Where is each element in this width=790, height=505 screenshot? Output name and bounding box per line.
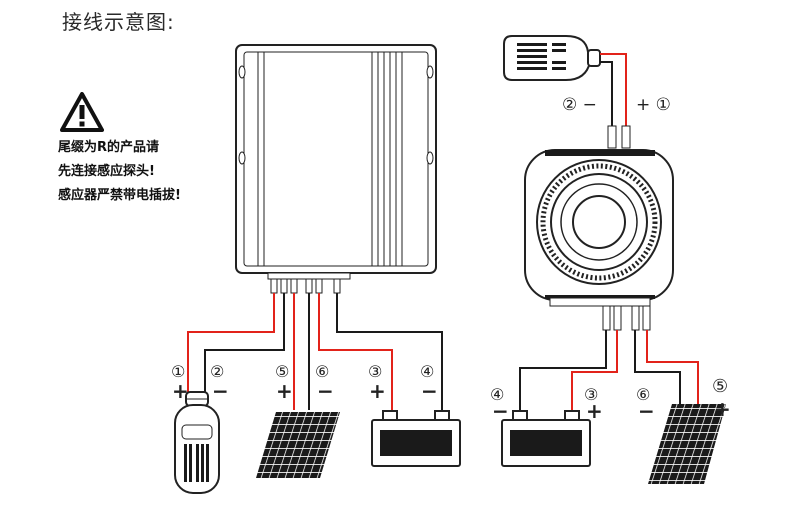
top-probe-wires xyxy=(600,53,627,126)
label-left-plus-1: + xyxy=(172,379,189,403)
label-left-4: ④ xyxy=(420,362,434,381)
solar-panel-right xyxy=(648,404,726,484)
controller-box-left xyxy=(235,44,437,294)
label-left-minus-2: − xyxy=(212,379,229,403)
warning-line-3: 感应器严禁带电插拔! xyxy=(58,188,181,203)
label-left-plus-5: + xyxy=(276,379,293,403)
label-right-plus-5: + xyxy=(714,397,731,421)
right-bottom-connectors xyxy=(602,305,651,331)
label-left-5: ⑤ xyxy=(275,362,289,381)
left-wires xyxy=(187,293,443,412)
label-left-2: ② xyxy=(210,362,224,381)
label-left-plus-3: + xyxy=(369,379,386,403)
label-right-minus-6: − xyxy=(638,399,655,423)
battery-left xyxy=(371,410,461,467)
label-right-4: ④ xyxy=(490,385,504,404)
warning-icon xyxy=(60,92,104,132)
label-right-6: ⑥ xyxy=(636,385,650,404)
sensor-probe-left xyxy=(174,391,220,494)
solar-panel-left xyxy=(256,412,340,478)
label-left-3: ③ xyxy=(368,362,382,381)
label-top-minus: ② − xyxy=(562,95,597,115)
label-right-5: ⑤ xyxy=(712,376,728,397)
controller-box-right xyxy=(524,149,674,307)
label-left-1: ① xyxy=(171,362,185,381)
warning-line-1: 尾缀为R的产品请 xyxy=(58,140,160,155)
sensor-probe-top xyxy=(503,35,601,81)
label-right-minus-4: − xyxy=(492,399,509,423)
label-left-minus-6: − xyxy=(317,379,334,403)
label-left-minus-4: − xyxy=(421,379,438,403)
label-left-6: ⑥ xyxy=(315,362,329,381)
right-wires xyxy=(519,330,699,412)
warning-block: 尾缀为R的产品请 先连接感应探头! 感应器严禁带电插拔! xyxy=(58,92,248,208)
label-top-plus: + ① xyxy=(636,95,671,115)
battery-right xyxy=(501,410,591,467)
page-title: 接线示意图: xyxy=(62,10,175,34)
label-right-3: ③ xyxy=(584,385,598,404)
warning-line-2: 先连接感应探头! xyxy=(58,164,155,179)
label-right-plus-3: + xyxy=(586,399,603,423)
